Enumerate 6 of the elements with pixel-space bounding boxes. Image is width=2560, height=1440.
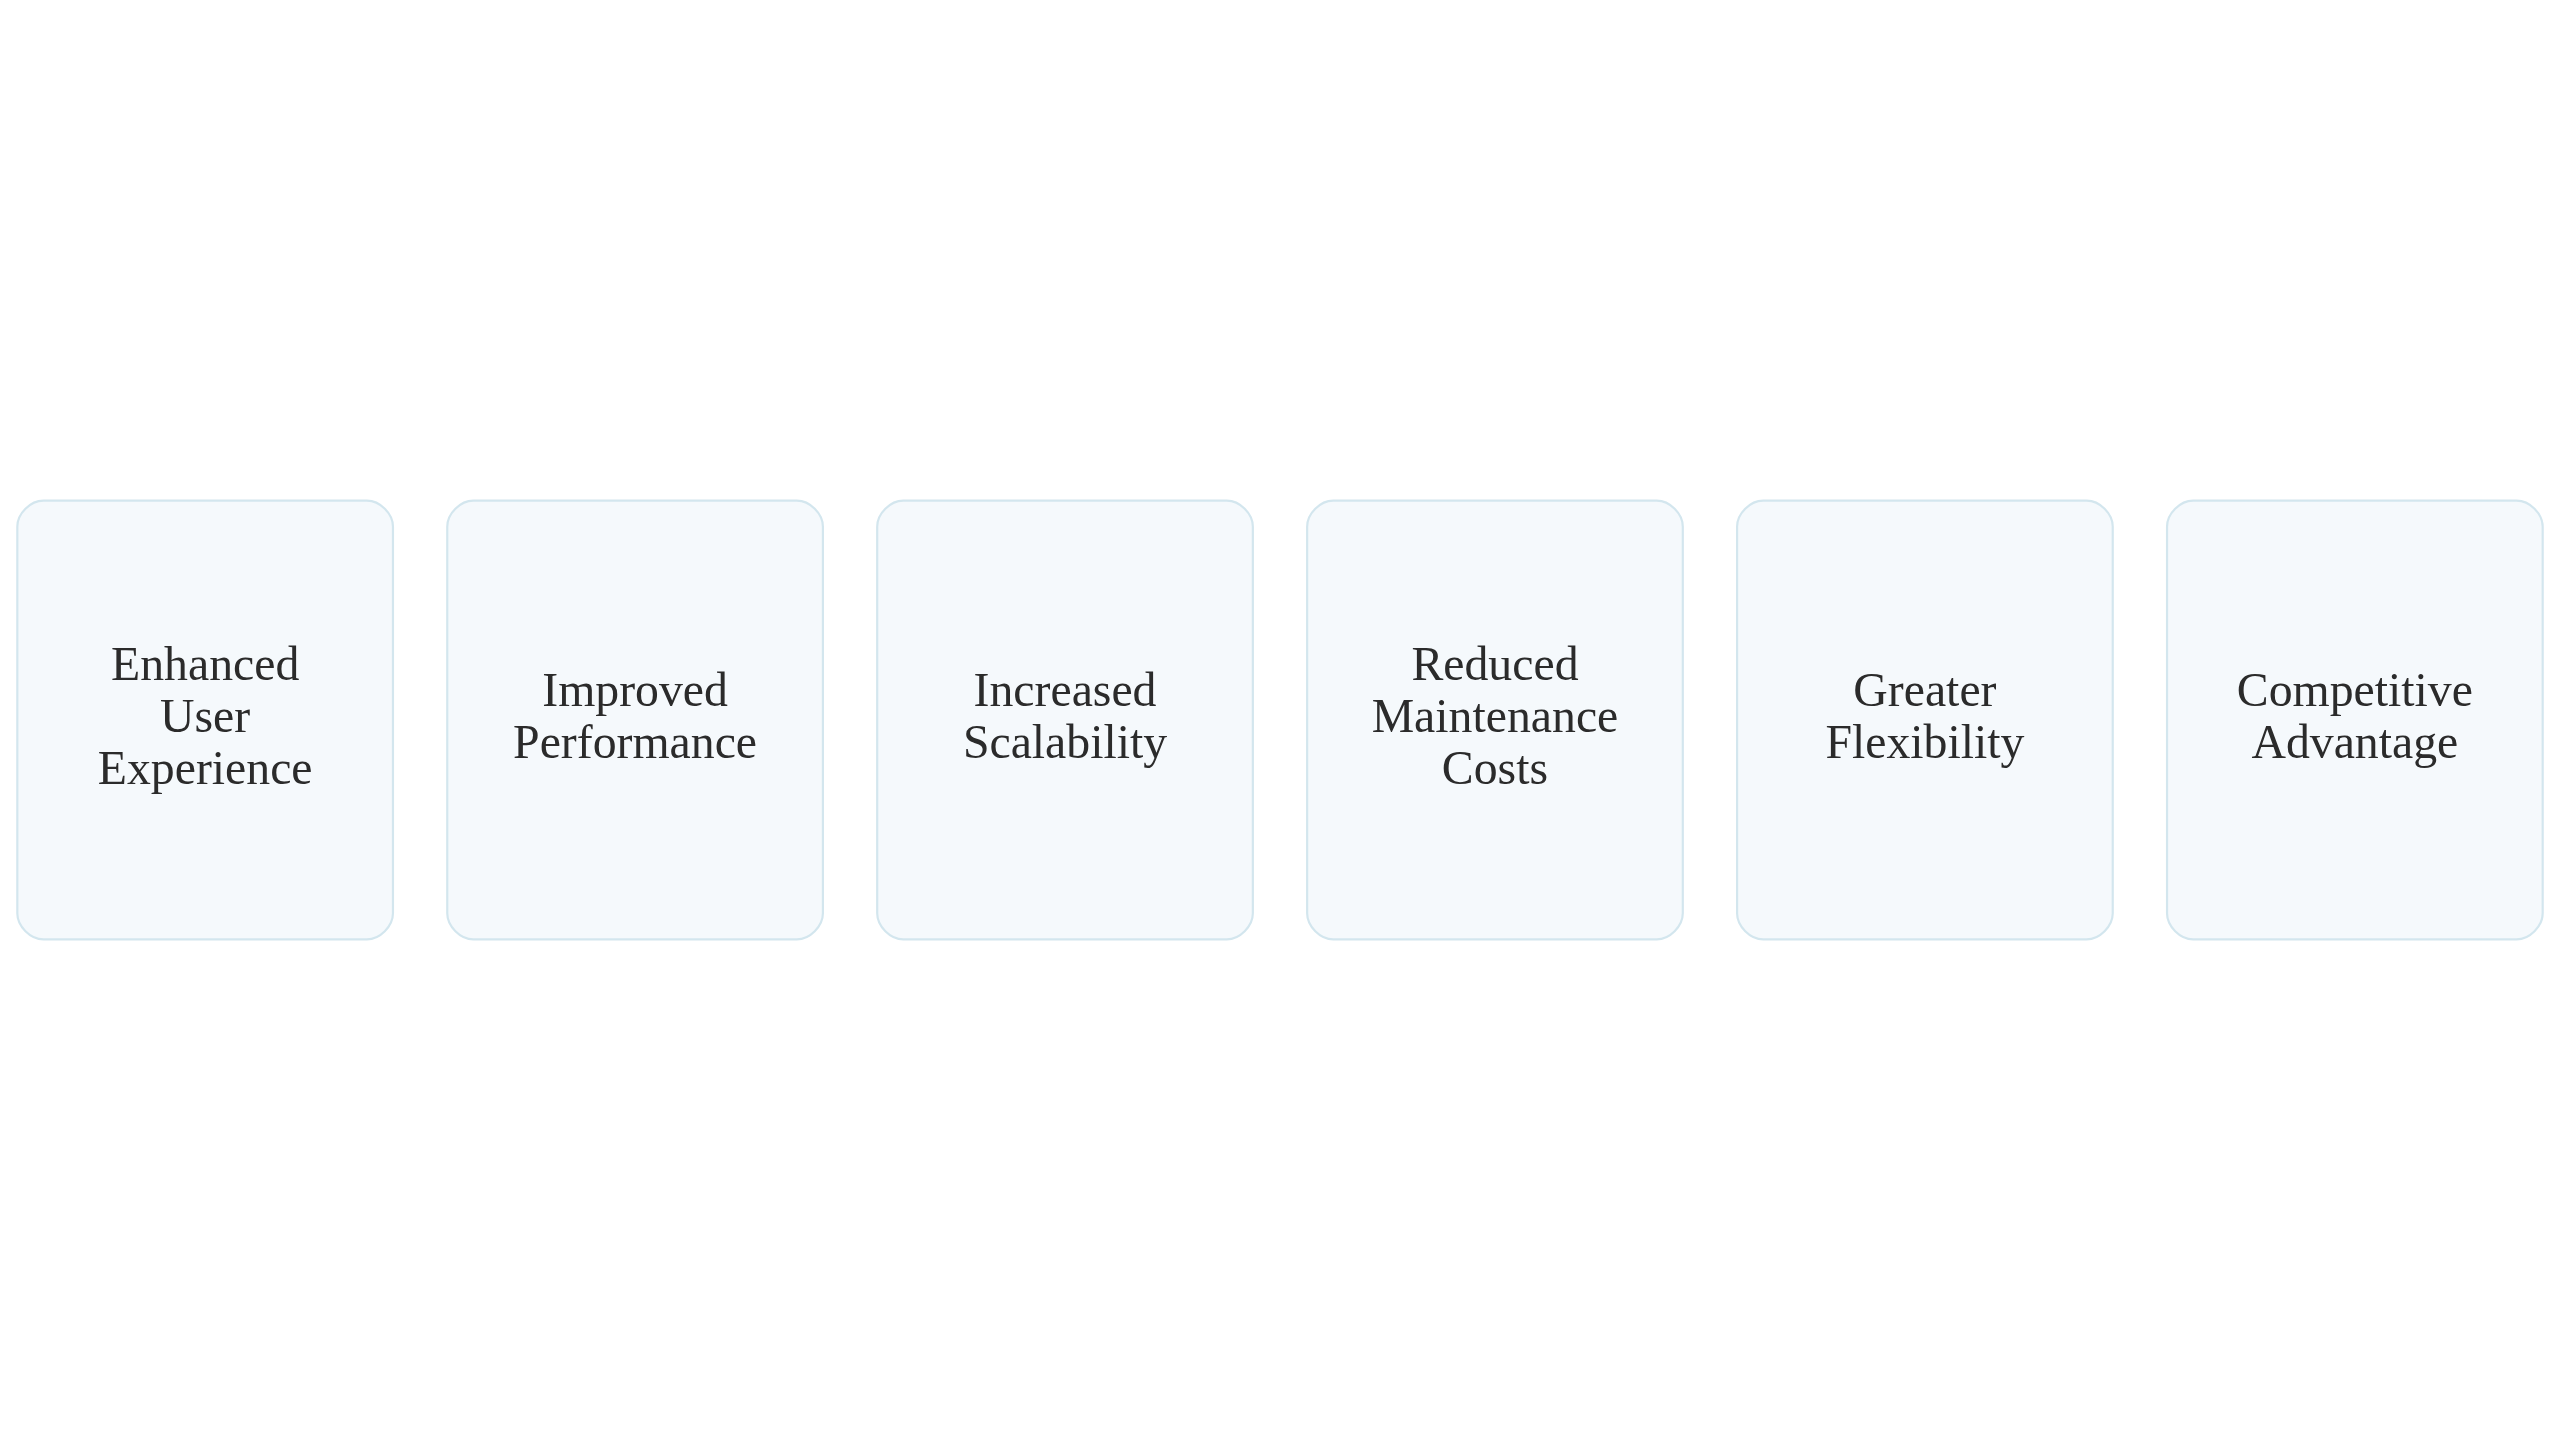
node-box: Enhanced User Experience — [16, 499, 395, 941]
node-box: Increased Scalability — [876, 499, 1254, 941]
node-box: Improved Performance — [446, 499, 824, 941]
node-box: Greater Flexibility — [1736, 499, 2114, 941]
node-box: Competitive Advantage — [2165, 499, 2544, 941]
node-box: Reduced Maintenance Costs — [1306, 499, 1684, 941]
